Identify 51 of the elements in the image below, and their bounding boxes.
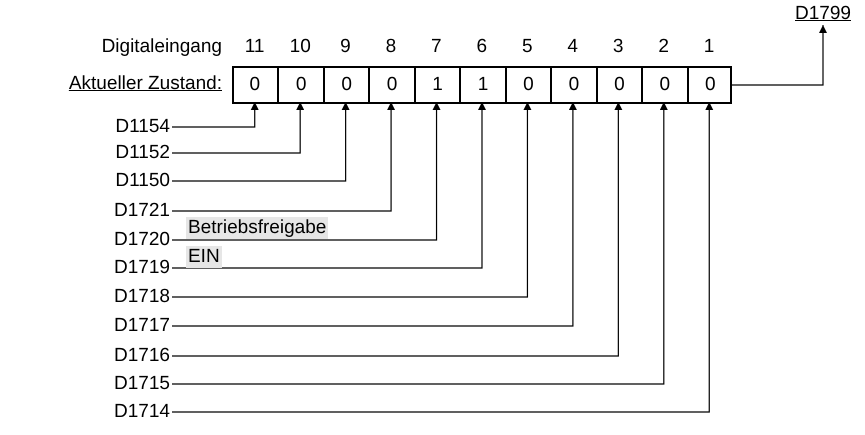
leader-arrow: [732, 25, 827, 86]
column-number: 7: [431, 36, 442, 58]
parameter-label: D1716: [114, 345, 170, 367]
row-label: Digitaleingang: [102, 36, 222, 58]
column-number: 8: [386, 36, 396, 58]
column-number: 1: [704, 36, 714, 58]
leader-arrow: [172, 102, 259, 128]
bit-value: 0: [504, 68, 550, 102]
leader-arrow: [172, 102, 304, 154]
register-box: [232, 66, 732, 104]
parameter-label: D1715: [114, 373, 170, 395]
leader-arrow: [172, 102, 350, 182]
parameter-label: D1721: [114, 200, 170, 222]
parameter-label: D1717: [114, 315, 170, 337]
parameter-label: D1720: [114, 229, 170, 251]
column-number: 10: [290, 36, 311, 58]
column-number: 9: [340, 36, 351, 58]
leader-arrow: [172, 102, 622, 357]
leader-arrow: [172, 102, 668, 385]
bit-value: 1: [414, 68, 460, 102]
bit-value: 0: [368, 68, 414, 102]
leader-arrow: [172, 102, 577, 327]
column-number: 5: [522, 36, 533, 58]
leader-arrow: [172, 102, 441, 241]
column-number: 2: [658, 36, 669, 58]
bit-value: 0: [686, 68, 732, 102]
parameter-label: D1718: [114, 286, 170, 308]
annotation-label: Betriebsfreigabe: [186, 217, 328, 239]
leader-arrow: [172, 102, 532, 298]
bit-value: 0: [277, 68, 323, 102]
column-number: 3: [612, 36, 624, 58]
column-number: 6: [476, 36, 488, 58]
column-number: 11: [244, 36, 264, 58]
annotation-label: EIN: [186, 246, 222, 268]
bit-value: 0: [550, 68, 596, 102]
parameter-label: D1152: [115, 142, 170, 164]
leader-arrow: [172, 102, 396, 212]
leader-arrow: [172, 102, 714, 413]
bit-value: 0: [596, 68, 642, 102]
parameter-label: D1714: [114, 401, 170, 423]
parameter-label: D1150: [115, 170, 170, 192]
parameter-label: D1719: [114, 257, 170, 279]
leader-arrow: [172, 102, 486, 269]
bit-value: 1: [459, 68, 505, 102]
bit-value: 0: [641, 68, 687, 102]
parameter-label: D1154: [115, 116, 170, 138]
column-number: 4: [567, 36, 578, 58]
bit-value: 0: [232, 68, 278, 102]
parameter-label: D1799: [795, 3, 851, 25]
row-label: Aktueller Zustand:: [68, 73, 222, 95]
bit-value: 0: [322, 68, 368, 102]
